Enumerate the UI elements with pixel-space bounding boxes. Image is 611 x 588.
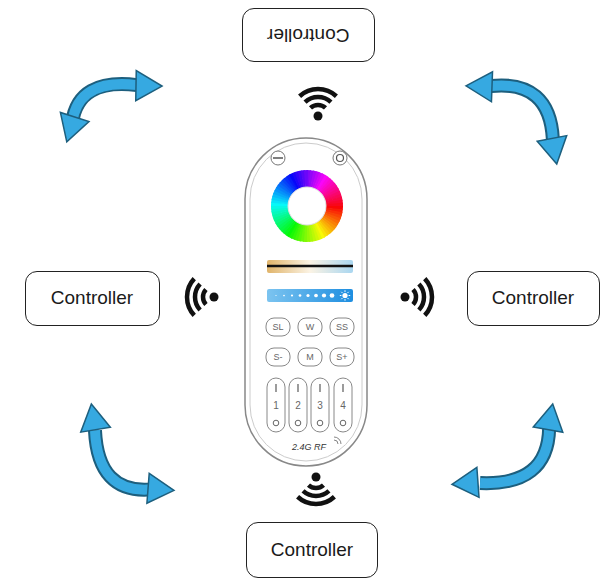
arrow-head <box>537 136 566 164</box>
double-arrow <box>81 404 174 503</box>
remote-control <box>245 138 367 466</box>
arrow-body <box>72 84 137 122</box>
controller-label: Controller <box>492 287 574 309</box>
arrow-outline <box>72 84 137 122</box>
arrow-head <box>452 467 479 497</box>
button-label: S+ <box>336 353 347 362</box>
rf-label: 2.4G RF <box>292 443 326 452</box>
arrow-outline <box>480 428 549 483</box>
zone-number: 2 <box>295 401 301 411</box>
wireless-signal <box>300 89 337 121</box>
double-arrow <box>452 404 563 497</box>
button-label: SL <box>272 323 283 332</box>
zone-number: 1 <box>273 401 279 411</box>
double-arrow <box>60 71 162 142</box>
button-label: SS <box>336 323 348 332</box>
controller-label: Controller <box>271 539 353 561</box>
arrow-head <box>466 72 493 102</box>
arrow-head <box>533 404 563 432</box>
button-label: S- <box>274 353 283 362</box>
wireless-signal <box>298 473 335 505</box>
wireless-signal <box>187 279 219 316</box>
arrow-outline <box>491 85 553 139</box>
arrow-outline <box>95 430 151 489</box>
zone-number: 4 <box>340 401 346 411</box>
controller-label: Controller <box>51 287 133 309</box>
arrow-head <box>81 404 111 432</box>
wireless-signal <box>401 279 433 316</box>
arrow-head <box>136 71 162 101</box>
controller-label: Controller <box>267 24 349 46</box>
controller-box: Controller <box>467 271 600 326</box>
button-label: M <box>306 353 314 362</box>
arrow-body <box>95 430 151 489</box>
controller-box: Controller <box>242 8 375 62</box>
controller-box: Controller <box>25 271 160 326</box>
arrow-head <box>147 473 174 503</box>
arrow-body <box>491 85 553 139</box>
double-arrow <box>466 72 567 164</box>
zone-number: 3 <box>317 401 323 411</box>
controller-box: Controller <box>246 522 378 578</box>
arrow-head <box>60 112 89 141</box>
button-label: W <box>306 323 315 332</box>
arrow-body <box>480 428 549 483</box>
